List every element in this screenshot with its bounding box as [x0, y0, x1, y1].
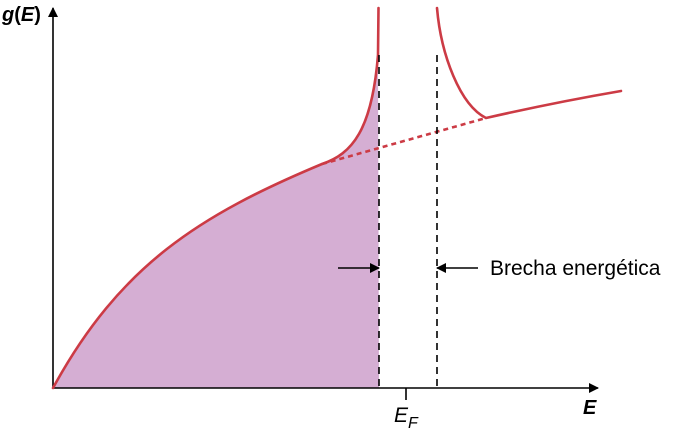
- y-axis-label-open: (: [14, 4, 21, 26]
- lower-band-curve: [51, 6, 380, 390]
- y-axis-label-var: g: [2, 4, 15, 26]
- free-electron-dotted-curve: [321, 116, 487, 166]
- energy-gap-label: Brecha energética: [490, 257, 661, 280]
- occupied-states-fill: [53, 55, 379, 388]
- fermi-energy-main: E: [394, 404, 409, 427]
- fermi-energy-label: EF: [394, 405, 418, 432]
- y-axis-label: g(E): [2, 5, 41, 25]
- fermi-energy-subscript: F: [408, 415, 418, 432]
- y-axis-label-close: ): [34, 4, 41, 26]
- x-axis-label: E: [583, 397, 597, 419]
- upper-band-curve: [435, 6, 623, 120]
- y-axis-label-arg: E: [20, 4, 35, 26]
